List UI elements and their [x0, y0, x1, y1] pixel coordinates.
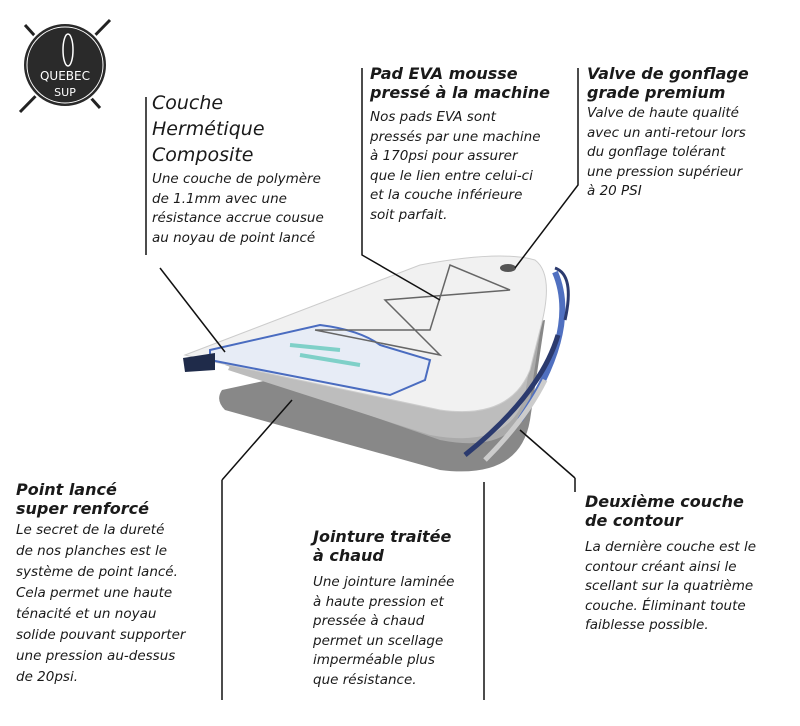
- callout-text: pressés par une machine: [370, 128, 541, 145]
- callout-title: de contour: [585, 511, 683, 530]
- callout-title: Composite: [152, 144, 254, 166]
- callout-title: Deuxième couche: [585, 492, 744, 511]
- callout-text: pressée à chaud: [313, 613, 425, 629]
- callout-text: au noyau de point lancé: [152, 229, 316, 246]
- quebec-sup-logo: QUEBEC SUP: [18, 18, 112, 114]
- callout-text: de 20psi.: [16, 669, 78, 685]
- callout-text: couche. Éliminant toute: [585, 597, 746, 614]
- callout-text: à haute pression et: [313, 593, 444, 610]
- callout-text: Nos pads EVA sont: [370, 109, 496, 125]
- callout-text: Une couche de polymère: [152, 171, 321, 187]
- callout-text: que le lien entre celui-ci: [370, 167, 533, 184]
- callout-text: système de point lancé.: [16, 564, 178, 580]
- callout-text: que résistance.: [313, 671, 417, 688]
- callout-text: Valve de haute qualité: [587, 105, 739, 121]
- callout-text: de 1.1mm avec une: [152, 190, 287, 207]
- callout-title: pressé à la machine: [370, 83, 550, 102]
- callout-text: Une jointure laminée: [313, 574, 455, 590]
- callout-title: Jointure traitée: [313, 527, 452, 546]
- callout-title: Couche: [152, 92, 224, 114]
- callout-text: contour créant ainsi le: [585, 558, 737, 575]
- callout-text: solide pouvant supporter: [16, 627, 186, 643]
- callout-text: à 170psi pour assurer: [370, 148, 518, 164]
- callout-title: Valve de gonflage: [587, 64, 749, 83]
- callout-text: La dernière couche est le: [585, 539, 757, 555]
- logo-text-sup: SUP: [54, 86, 76, 99]
- callout-text: avec un anti-retour lors: [587, 124, 746, 141]
- callout-text: ténacité et un noyau: [16, 606, 157, 622]
- callout-text: et la couche inférieure: [370, 187, 523, 203]
- callout-text: résistance accrue cousue: [152, 210, 324, 226]
- callout-text: scellant sur la quatrième: [585, 578, 754, 594]
- callout-text: soit parfait.: [370, 206, 448, 223]
- callout-text: une pression au-dessus: [16, 648, 176, 664]
- callout-title: à chaud: [313, 546, 384, 565]
- callout-text: du gonflage tolérant: [587, 144, 726, 160]
- callout-title: Pad EVA mousse: [370, 64, 518, 83]
- callout-text: imperméable plus: [313, 652, 435, 668]
- callout-text: permet un scellage: [313, 632, 444, 649]
- callout-text: une pression supérieur: [587, 163, 743, 180]
- callout-title: grade premium: [587, 83, 726, 102]
- callout-title: Point lancé: [16, 480, 117, 499]
- callout-title: super renforcé: [16, 499, 149, 518]
- callout-title: Hermétique: [152, 118, 265, 140]
- logo-text-quebec: QUEBEC: [40, 69, 90, 83]
- callout-text: à 20 PSI: [587, 183, 642, 199]
- callout-text: Cela permet une haute: [16, 585, 173, 601]
- callout-text: de nos planches est le: [16, 543, 168, 559]
- leader-lines: [145, 68, 579, 700]
- callout-text: faiblesse possible.: [585, 617, 709, 633]
- board-layers: [183, 255, 570, 472]
- callout-text: Le secret de la dureté: [16, 522, 165, 538]
